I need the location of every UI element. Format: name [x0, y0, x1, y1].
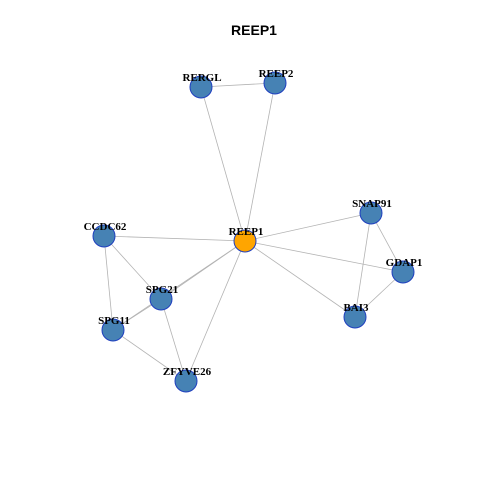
node-reep2[interactable]: REEP2 — [259, 68, 294, 95]
edge-reep1-bai3 — [244, 240, 356, 318]
node-spg21[interactable]: SPG21 — [146, 284, 178, 311]
node-reep1[interactable]: REEP1 — [229, 226, 264, 253]
edge-snap91-bai3 — [354, 212, 372, 318]
node-label-snap91: SNAP91 — [352, 198, 392, 210]
node-circle-rergl[interactable] — [189, 75, 213, 99]
node-snap91[interactable]: SNAP91 — [352, 198, 392, 225]
edge-reep2-reep1 — [244, 82, 276, 242]
node-ccdc62[interactable]: CCDC62 — [84, 221, 127, 248]
node-spg11[interactable]: SPG11 — [98, 315, 130, 342]
edge-rergl-reep2 — [200, 82, 276, 88]
edge-rergl-reep1 — [200, 86, 246, 242]
node-label-spg21: SPG21 — [146, 284, 178, 296]
edge-reep1-gdap1 — [244, 240, 404, 273]
edge-reep1-spg11 — [112, 240, 246, 331]
edge-spg21-zfyve26 — [160, 298, 187, 382]
node-circle-reep2[interactable] — [263, 71, 287, 95]
node-circle-reep1[interactable] — [233, 229, 257, 253]
node-label-ccdc62: CCDC62 — [84, 221, 127, 233]
node-bai3[interactable]: BAI3 — [343, 302, 369, 329]
edge-reep1-snap91 — [244, 212, 372, 242]
edge-ccdc62-spg11 — [103, 235, 114, 331]
node-label-bai3: BAI3 — [343, 302, 369, 314]
node-circle-spg11[interactable] — [101, 318, 125, 342]
node-label-rergl: RERGL — [182, 72, 221, 84]
node-label-zfyve26: ZFYVE26 — [163, 366, 212, 378]
node-label-spg11: SPG11 — [98, 315, 130, 327]
node-label-gdap1: GDAP1 — [386, 257, 423, 269]
edge-reep1-zfyve26 — [185, 240, 246, 382]
node-layer: REEP1 RERGL REEP2SNAP91CCDC62GDAP1SPG21BAI… — [84, 68, 423, 393]
node-label-reep1: REEP1 — [229, 226, 264, 238]
node-gdap1[interactable]: GDAP1 — [386, 257, 423, 284]
node-circle-gdap1[interactable] — [391, 260, 415, 284]
node-circle-ccdc62[interactable] — [92, 224, 116, 248]
node-label-reep2: REEP2 — [259, 68, 294, 80]
node-zfyve26[interactable]: ZFYVE26 — [163, 366, 212, 393]
node-circle-snap91[interactable] — [359, 201, 383, 225]
node-circle-zfyve26[interactable] — [174, 369, 198, 393]
node-circle-spg21[interactable] — [149, 287, 173, 311]
graph-title: REEP1 — [231, 22, 277, 38]
node-circle-bai3[interactable] — [343, 305, 367, 329]
node-rergl[interactable]: RERGL — [182, 72, 222, 99]
edge-ccdc62-spg21 — [103, 235, 162, 300]
edge-reep1-ccdc62 — [103, 235, 246, 242]
edge-spg11-zfyve26 — [112, 329, 187, 382]
